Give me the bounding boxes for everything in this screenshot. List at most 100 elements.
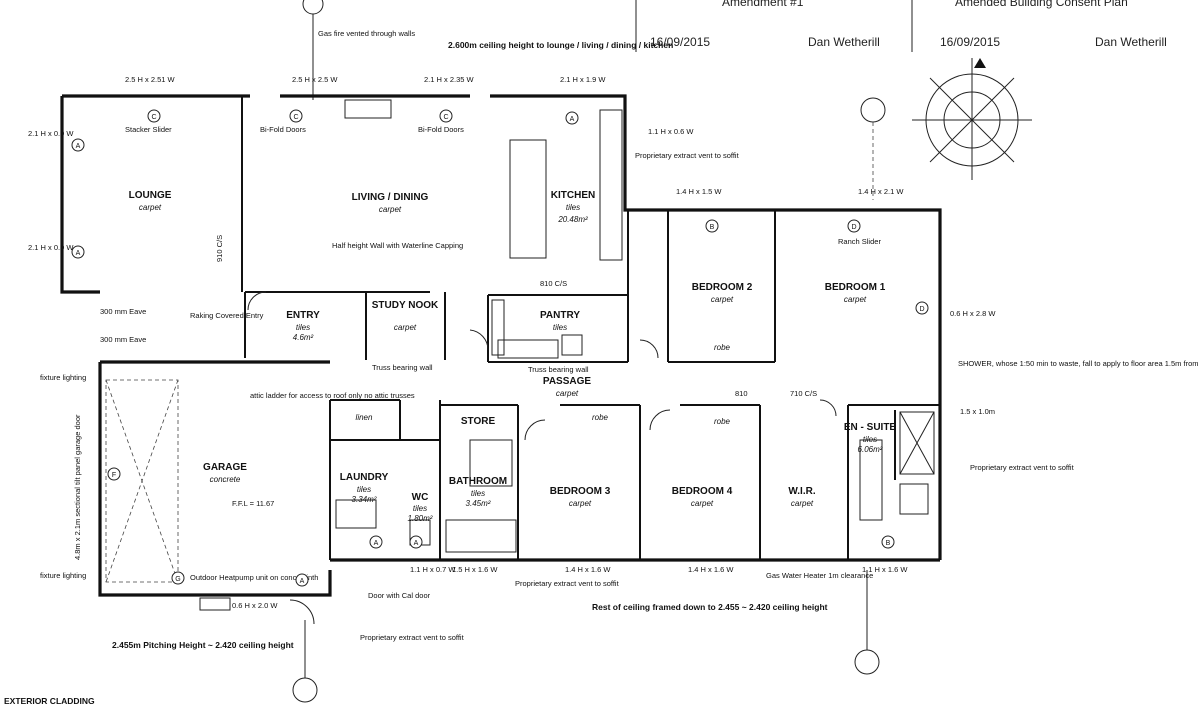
exterior-walls [60, 94, 942, 597]
extract-note-bathroom: Proprietary extract vent to soffit [515, 579, 620, 588]
dim-label: 1.1 H x 1.6 W [862, 565, 908, 574]
bifold-note-1: Bi-Fold Doors [260, 125, 306, 134]
elevation-tags: A A A C C C B D D F G A A A B [71, 109, 929, 587]
dim-label: 810 [735, 389, 748, 398]
name-1: Dan Wetherill [808, 35, 880, 49]
room-wir: W.I.R. carpet [788, 486, 815, 508]
tag-f: F [112, 472, 116, 479]
dim-label: 1.4 H x 1.6 W [565, 565, 611, 574]
room-finish: carpet [556, 389, 579, 398]
room-name: linen [356, 413, 373, 422]
shower-size-note: 1.5 x 1.0m [960, 407, 995, 416]
ffl-label: F.F.L = 11.67 [232, 499, 274, 508]
room-passage: PASSAGE carpet [543, 376, 591, 398]
room-store: STORE [461, 416, 496, 427]
section-marker-bottom-right [854, 570, 880, 675]
tag-g: G [175, 576, 180, 583]
room-living: LIVING / DINING carpet [352, 192, 429, 214]
room-finish: tiles [296, 323, 310, 332]
room-lounge: LOUNGE carpet [129, 190, 172, 212]
room-bedroom-2: BEDROOM 2 carpet robe [692, 282, 753, 352]
title-block: Amendment #1 Amended Building Consent Pl… [635, 0, 1167, 52]
room-name: WC [412, 492, 429, 503]
date-2: 16/09/2015 [940, 35, 1000, 49]
room-name: LIVING / DINING [352, 192, 429, 203]
attic-note: attic ladder for access to roof only no … [250, 391, 415, 400]
room-bedroom-1: BEDROOM 1 carpet [825, 282, 886, 304]
raking-entry-note: Raking Covered Entry [190, 311, 264, 320]
room-pantry: PANTRY tiles [540, 310, 580, 332]
stacker-slider-note: Stacker Slider [125, 125, 172, 134]
annotations: 2.600m ceiling height to lounge / living… [4, 29, 1200, 706]
truss-wall-note-1: Truss bearing wall [372, 363, 433, 372]
room-bathroom: BATHROOM tiles 3.45m² [449, 476, 507, 508]
truss-wall-note-2: Truss bearing wall [528, 365, 589, 374]
room-area: 4.6m² [293, 333, 314, 342]
room-bedroom-4: BEDROOM 4 carpet robe [672, 417, 733, 508]
tag-a: A [374, 540, 379, 547]
room-area: 3.34m² [352, 495, 377, 504]
dim-label: 2.1 H x 2.35 W [424, 75, 475, 84]
door-closer-note: Door with Cal door [368, 591, 431, 600]
room-name: LAUNDRY [340, 472, 389, 483]
room-ensuite: EN - SUITE tiles 6.06m² [844, 422, 897, 454]
water-heater-note: Gas Water Heater 1m clearance [766, 571, 873, 580]
tag-a: A [76, 250, 81, 257]
fixture-lighting-note-1: fixture lighting [40, 373, 86, 382]
room-finish: tiles [413, 504, 427, 513]
room-area: 20.48m² [557, 215, 588, 224]
room-finish: carpet [711, 295, 734, 304]
room-name: STUDY NOOK [372, 300, 439, 311]
room-name: BEDROOM 4 [672, 486, 733, 497]
tag-a: A [414, 540, 419, 547]
dim-label: 1.4 H x 1.5 W [676, 187, 722, 196]
room-name: W.I.R. [788, 486, 815, 497]
room-name: PASSAGE [543, 376, 591, 387]
dim-label: 2.1 H x 0.9 W [28, 243, 74, 252]
room-name: ENTRY [286, 310, 320, 321]
dim-label: 2.5 H x 2.5 W [292, 75, 338, 84]
tag-a: A [570, 116, 575, 123]
eave-note-1: 300 mm Eave [100, 307, 146, 316]
section-marker-top [302, 0, 324, 100]
gas-fire-note: Gas fire vented through walls [318, 29, 415, 38]
ranch-slider-note: Ranch Slider [838, 237, 881, 246]
tag-a: A [300, 578, 305, 585]
dim-label: 1.4 H x 2.1 W [858, 187, 904, 196]
pitching-height-note: 2.455m Pitching Height ~ 2.420 ceiling h… [112, 640, 294, 650]
exterior-cladding-note: EXTERIOR CLADDING [4, 696, 95, 706]
fixture-lighting-note-2: fixture lighting [40, 571, 86, 580]
dim-label: 0.6 H x 2.0 W [232, 601, 278, 610]
room-name: BATHROOM [449, 476, 507, 487]
robe-label: robe [714, 343, 731, 352]
ceiling-note-top: 2.600m ceiling height to lounge / living… [448, 40, 673, 50]
room-finish: concrete [210, 475, 241, 484]
section-marker-bottom-left [292, 620, 318, 703]
room-finish: carpet [379, 205, 402, 214]
tag-a: A [76, 143, 81, 150]
room-name: BEDROOM 3 [550, 486, 611, 497]
room-garage: GARAGE concrete F.F.L = 11.67 [203, 462, 274, 508]
room-laundry: LAUNDRY tiles 3.34m² [340, 472, 389, 504]
extract-note-laundry: Proprietary extract vent to soffit [360, 633, 465, 642]
garage-door-note: 4.8m x 2.1m sectional tilt panel garage … [73, 414, 82, 560]
door-swings [247, 291, 837, 625]
name-2: Dan Wetherill [1095, 35, 1167, 49]
dim-label: 1.1 H x 0.6 W [648, 127, 694, 136]
outdoor-heatpump-note: Outdoor Heatpump unit on conc. plinth [190, 573, 318, 582]
dimension-labels: 2.5 H x 2.51 W 2.1 H x 0.9 W 2.1 H x 0.9… [28, 75, 996, 610]
room-name: GARAGE [203, 462, 247, 473]
dim-label: 2.1 H x 1.9 W [560, 75, 606, 84]
room-area: 3.45m² [466, 499, 491, 508]
room-name: EN - SUITE [844, 422, 897, 433]
room-finish: tiles [471, 489, 485, 498]
extract-note-kitchen: Proprietary extract vent to soffit [635, 151, 740, 160]
room-finish: tiles [357, 485, 371, 494]
room-finish: carpet [139, 203, 162, 212]
dim-label: 710 C/S [790, 389, 817, 398]
extract-note-ensuite: Proprietary extract vent to soffit [970, 463, 1075, 472]
room-area: 1.80m² [408, 514, 433, 523]
dim-label: 0.6 H x 2.8 W [950, 309, 996, 318]
room-finish: tiles [863, 435, 877, 444]
